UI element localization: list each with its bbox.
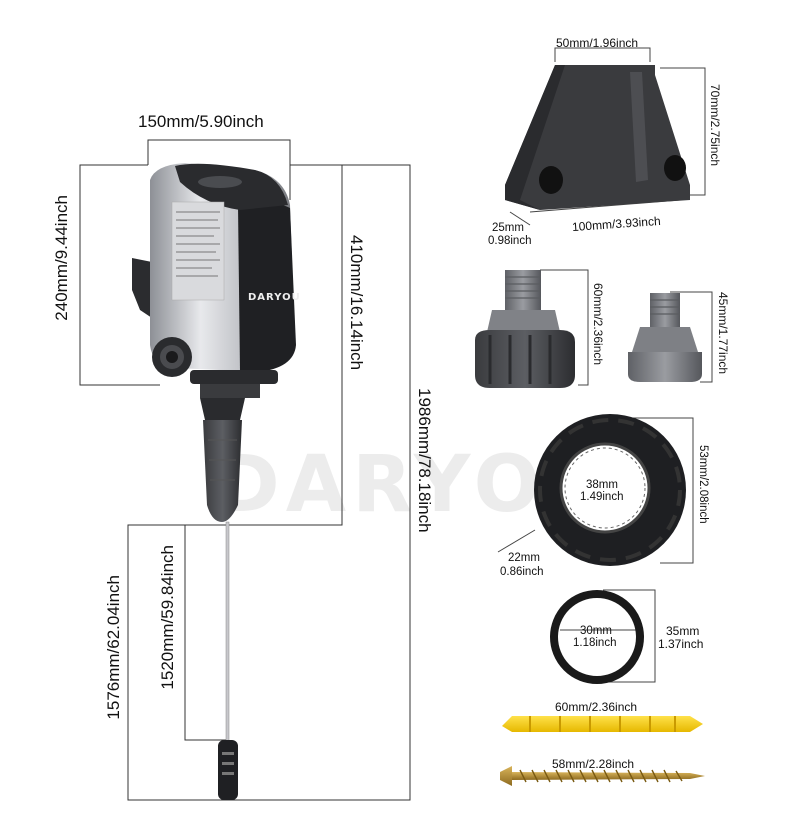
bracket-depth-mm-label: 25mm	[492, 222, 524, 234]
bracket	[505, 65, 690, 210]
wall-anchor	[502, 716, 703, 732]
oring-dimension-lines	[560, 589, 656, 683]
nut-thick-in-label: 0.86inch	[500, 566, 544, 578]
adapter-small	[628, 293, 702, 382]
bracket-top-width-label: 50mm/1.96inch	[556, 36, 639, 50]
pump-hose-length-label: 1520mm/59.84inch	[158, 545, 177, 690]
nut-inner-mm-label: 38mm	[586, 479, 618, 491]
adapter-small-dimension-lines	[670, 291, 713, 383]
pump-dimension-lines	[79, 139, 411, 801]
pump-body	[132, 163, 296, 800]
adapter-small-height-label: 45mm/1.77inch	[716, 292, 730, 375]
screw-length-label: 58mm/2.28inch	[552, 757, 635, 771]
pump-total-height-label: 1986mm/78.18inch	[415, 388, 434, 533]
nut-outer-label: 53mm/2.08inch	[697, 445, 709, 524]
oring-outer-in-label: 1.37inch	[658, 637, 704, 651]
nut-inner-in-label: 1.49inch	[580, 491, 624, 503]
anchor-length-label: 60mm/2.36inch	[555, 700, 638, 714]
pump-width-label: 150mm/5.90inch	[138, 112, 264, 131]
nut	[534, 414, 686, 566]
pump-body-height-label: 410mm/16.14inch	[347, 235, 366, 371]
oring-inner-mm-label: 30mm	[580, 625, 612, 637]
adapter-large-height-label: 60mm/2.36inch	[591, 283, 605, 366]
adapter-large	[475, 270, 575, 388]
screw	[500, 766, 705, 786]
oring	[550, 590, 644, 684]
oring-inner-in-label: 1.18inch	[573, 637, 617, 649]
pump-tube-length-label: 1576mm/62.04inch	[104, 575, 123, 720]
adapter-large-dimension-lines	[540, 269, 589, 386]
bracket-height-label: 70mm/2.75inch	[708, 84, 722, 167]
bracket-depth-in-label: 0.98inch	[488, 235, 532, 247]
brand-label: DARYOU	[248, 292, 301, 303]
oring-outer-mm-label: 35mm	[666, 624, 700, 638]
nut-thick-mm-label: 22mm	[508, 552, 540, 564]
pump-head-height-label: 240mm/9.44inch	[52, 195, 71, 321]
